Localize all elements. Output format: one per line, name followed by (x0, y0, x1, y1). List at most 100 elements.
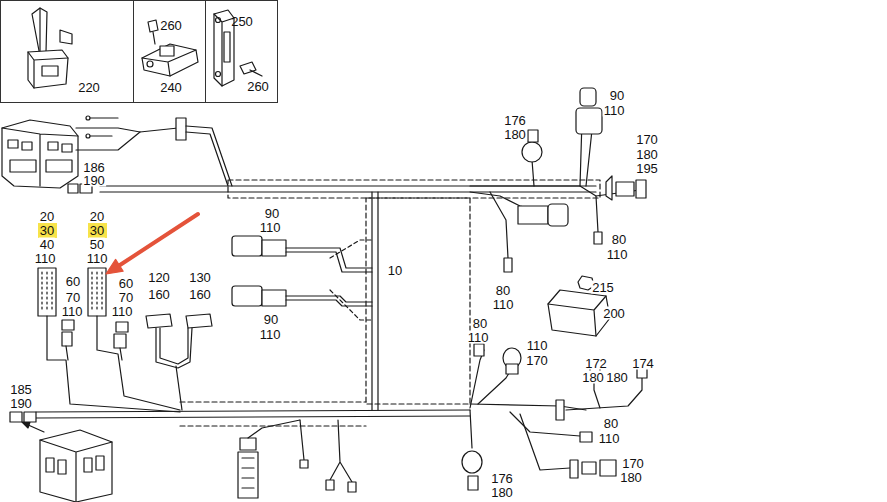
wires-part (330, 240, 372, 258)
wires-part (586, 130, 592, 186)
callout-number: 180 (635, 148, 659, 161)
wires-part (116, 322, 128, 332)
wires-part (462, 451, 482, 473)
wires-part (92, 272, 102, 312)
callout-number: 260 (160, 19, 182, 32)
wires-part (88, 268, 106, 316)
callout-number: 180 (503, 128, 527, 141)
wires-part (232, 286, 262, 306)
callout-number: 110 (606, 248, 629, 261)
wires-part (570, 460, 578, 478)
wires-part (470, 186, 640, 196)
callout-number: 40 (39, 238, 55, 251)
wires-part (40, 440, 112, 502)
callout-number: 90 (264, 207, 280, 220)
wires-part (160, 328, 188, 364)
module-250-part (216, 18, 221, 23)
wires-part (262, 240, 286, 256)
wires-part (594, 380, 600, 408)
callout-number: 160 (147, 288, 171, 301)
callout-number: 90 (263, 313, 279, 326)
callout-number: 20 (89, 210, 105, 223)
wires-part (300, 460, 308, 468)
wires-part (326, 480, 334, 490)
parts-panel: 250260 (205, 0, 278, 103)
wires-part (40, 430, 112, 502)
fuse-box-part (22, 142, 32, 150)
fuse-box-part (2, 128, 78, 186)
callout-number: 80 (603, 417, 619, 430)
callout-number: 110 (61, 305, 84, 318)
callout-number: 110 (259, 328, 282, 341)
sensor-240-part (160, 46, 174, 56)
callout-number: 110 (492, 298, 515, 311)
callout-number: 110 (467, 331, 490, 344)
callout-number: 240 (160, 81, 182, 94)
wires-part (42, 272, 52, 312)
wires-part (520, 414, 570, 470)
wires-part (470, 410, 472, 448)
highlight-box: 30 (38, 223, 57, 238)
wires-part (100, 186, 596, 192)
callout-number: 60 (118, 277, 134, 290)
callout-number: 176 (490, 472, 514, 485)
wires-part (606, 176, 612, 200)
module-250-part (216, 72, 221, 77)
callout-number: 30 (90, 224, 105, 237)
wires-part (468, 476, 478, 490)
wires-part (90, 118, 118, 136)
parts-panel: 220 (0, 0, 134, 103)
callout-number: 10 (387, 264, 403, 277)
module-250-part (224, 32, 230, 62)
wires-part (372, 192, 378, 410)
fuse-box-part (2, 120, 78, 188)
callout-number: 172 (584, 357, 608, 370)
level-sensor-220-part (32, 8, 47, 56)
wires-part (62, 320, 74, 330)
wires-part (518, 206, 548, 224)
wires-part (38, 268, 56, 316)
wires-part (556, 400, 564, 420)
callout-number: 90 (609, 89, 625, 102)
callout-number: 20 (39, 210, 55, 223)
wires-part (232, 236, 262, 256)
wires-part (636, 180, 646, 198)
wires-part (348, 482, 356, 492)
callout-number: 70 (118, 291, 134, 304)
callout-number: 110 (598, 432, 621, 445)
wires-part (594, 232, 602, 244)
callout-number: 70 (65, 291, 81, 304)
callout-number: 110 (603, 104, 626, 117)
wires-part (176, 118, 186, 140)
wires-part (580, 432, 592, 442)
wires-part (186, 314, 212, 328)
wires-part (600, 460, 616, 476)
callout-number: 170 (525, 354, 549, 367)
wires-part (58, 460, 66, 474)
wiring-harness-illustration-part (2, 8, 647, 502)
wires-part (156, 328, 192, 368)
parts-panel: 260 240 (133, 0, 206, 103)
wires-part (474, 344, 484, 356)
callout-number: 190 (9, 397, 33, 410)
sensor-240-part (142, 44, 198, 76)
sensor-240-part (148, 20, 158, 32)
wires-part (96, 456, 104, 470)
fuse-box-part (48, 142, 58, 150)
wires-part (470, 350, 484, 408)
wires-part (548, 290, 610, 336)
level-sensor-220-part (60, 30, 72, 44)
wires-part (228, 180, 600, 198)
wires-part (248, 420, 300, 438)
wires-part (528, 130, 538, 142)
callout-number: 186 (82, 161, 106, 174)
pointer-arrow (106, 214, 198, 274)
wires-part (490, 192, 508, 258)
wires-part (548, 296, 606, 336)
wires-part (186, 132, 228, 186)
wires-part (286, 248, 372, 268)
callout-number: 110 (34, 252, 57, 265)
callout-number: 160 (188, 288, 212, 301)
pointer-arrow-part (106, 259, 123, 274)
fuse-box (2, 120, 78, 188)
